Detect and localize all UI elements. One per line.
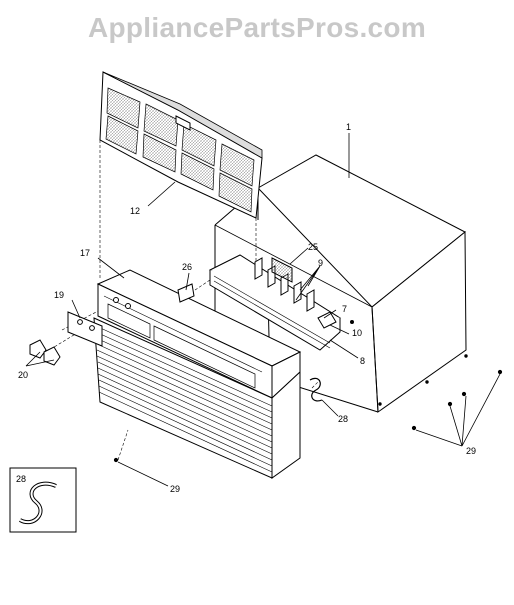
- front-grille: [93, 269, 302, 479]
- callout-19: 19: [54, 290, 64, 300]
- side-plate: [67, 311, 103, 347]
- callout-10: 10: [352, 328, 362, 338]
- callout-9: 9: [318, 258, 323, 268]
- control-panel: [208, 254, 341, 351]
- callout-20: 20: [18, 370, 28, 380]
- callout-29: 29: [170, 484, 180, 494]
- callout-26: 26: [182, 262, 192, 272]
- clip-pair: [29, 339, 61, 366]
- air-filter: [99, 71, 263, 219]
- inset-box: [9, 467, 77, 533]
- screws: [113, 369, 503, 463]
- spring-clip: [309, 377, 323, 402]
- callout-7: 7: [342, 304, 347, 314]
- callout-8: 8: [360, 356, 365, 366]
- bracket: [177, 283, 195, 303]
- callout-17: 17: [80, 248, 90, 258]
- watermark: AppliancePartsPros.com: [87, 12, 427, 43]
- callout-1: 1: [346, 122, 351, 132]
- leader-lines: [25, 133, 501, 487]
- callout-labels: 1 12 17 26 25 9 7 10 8 19 20 28 29 29 28: [16, 122, 476, 494]
- callout-28-inset: 28: [16, 474, 26, 484]
- callout-29-right: 29: [466, 446, 476, 456]
- callout-25: 25: [308, 242, 318, 252]
- callout-12: 12: [130, 206, 140, 216]
- callout-28: 28: [338, 414, 348, 424]
